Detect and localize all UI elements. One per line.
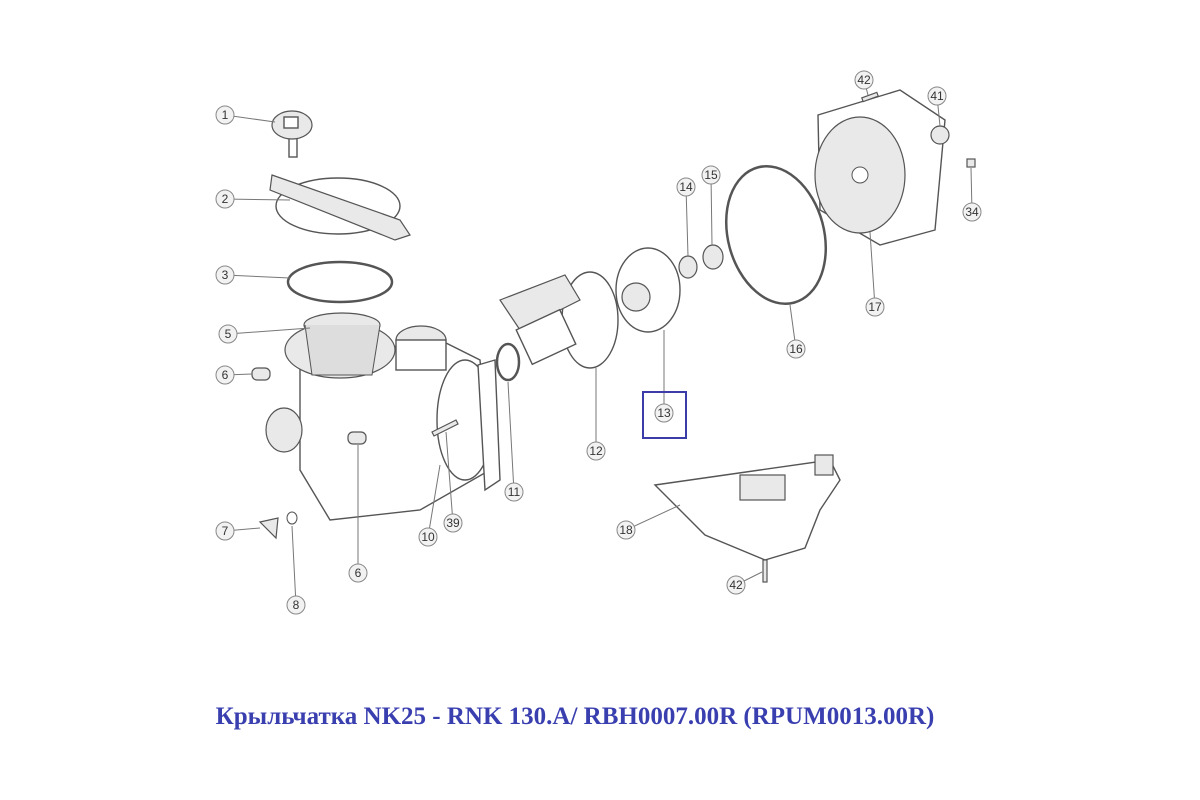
part-bolt-39	[431, 419, 459, 437]
callout-number: 18	[619, 523, 633, 537]
callout-number: 8	[293, 598, 300, 612]
callout-6: 6	[348, 563, 368, 583]
callout-number: 39	[446, 516, 460, 530]
callout-42: 42	[854, 70, 874, 90]
callout-8: 8	[286, 595, 306, 615]
callout-number: 7	[222, 524, 229, 538]
part-diffuser	[499, 271, 619, 369]
callout-number: 13	[657, 406, 671, 420]
leader-line-2	[224, 198, 291, 201]
leader-line-15	[710, 174, 713, 246]
callout-number: 11	[508, 485, 521, 499]
callout-number: 15	[704, 168, 718, 182]
part-lid-knob	[271, 110, 313, 158]
part-impeller	[615, 247, 681, 333]
callout-17: 17	[865, 297, 885, 317]
callout-number: 34	[965, 205, 979, 219]
callout-circle	[786, 339, 806, 359]
callout-circle	[865, 297, 885, 317]
leader-line-10	[427, 464, 441, 538]
leader-line-11	[507, 381, 515, 493]
callout-12: 12	[586, 441, 606, 461]
callout-circle	[927, 86, 947, 106]
leader-line-8	[291, 525, 297, 606]
callout-6: 6	[215, 365, 235, 385]
callout-circle	[676, 177, 696, 197]
callout-circle	[418, 527, 438, 547]
callout-circle	[504, 482, 524, 502]
callout-circle	[215, 105, 235, 125]
callout-39: 39	[443, 513, 463, 533]
callout-circle	[286, 595, 306, 615]
callout-circle	[443, 513, 463, 533]
callout-number: 14	[679, 180, 693, 194]
callout-circle	[348, 563, 368, 583]
callout-13: 13	[654, 403, 674, 423]
callout-18: 18	[616, 520, 636, 540]
callout-circle	[218, 324, 238, 344]
part-washer-41	[930, 125, 950, 145]
part-base-stand	[653, 454, 841, 561]
leader-line-39	[445, 431, 454, 524]
callout-number: 6	[355, 566, 362, 580]
part-large-oring	[724, 165, 828, 305]
callout-circle	[215, 365, 235, 385]
callout-11: 11	[504, 482, 524, 502]
callout-number: 42	[857, 73, 871, 87]
callout-10: 10	[418, 527, 438, 547]
callout-14: 14	[676, 177, 696, 197]
callout-number: 6	[222, 368, 229, 382]
callout-number: 3	[222, 268, 229, 282]
highlight-box	[642, 391, 687, 439]
callout-circle	[962, 202, 982, 222]
part-union-connector	[265, 325, 447, 453]
callout-number: 10	[421, 530, 435, 544]
leader-line-17	[869, 231, 876, 308]
leader-line-3	[224, 274, 291, 279]
callout-number: 5	[225, 327, 232, 341]
callout-circle	[586, 441, 606, 461]
callout-number: 2	[222, 192, 229, 206]
callout-number: 17	[868, 300, 882, 314]
callout-34: 34	[962, 202, 982, 222]
callout-circle	[701, 165, 721, 185]
callout-circle	[215, 265, 235, 285]
leader-line-14	[685, 186, 689, 257]
callout-circle	[215, 521, 235, 541]
leader-line-5	[227, 327, 311, 335]
callout-16: 16	[786, 339, 806, 359]
part-seal-plate	[814, 89, 946, 246]
callout-number: 16	[789, 342, 803, 356]
part-plugs	[251, 367, 367, 540]
part-screw-42-bottom	[762, 559, 768, 583]
part-nut-34	[966, 158, 976, 168]
caption: Крыльчатка NK25 - RNK 130.A/ RBH0007.00R…	[215, 703, 935, 730]
callout-42: 42	[726, 575, 746, 595]
leader-line-18	[625, 504, 681, 531]
part-seal-14	[678, 255, 698, 279]
callout-7: 7	[215, 521, 235, 541]
part-strainer-basket	[303, 312, 381, 376]
callout-number: 1	[222, 108, 229, 122]
callout-number: 12	[589, 444, 603, 458]
callout-5: 5	[218, 324, 238, 344]
callout-number: 42	[729, 578, 743, 592]
callout-circle	[616, 520, 636, 540]
part-lid	[269, 174, 411, 241]
callout-1: 1	[215, 105, 235, 125]
callout-41: 41	[927, 86, 947, 106]
part-screw-42-top	[861, 91, 879, 103]
callout-number: 41	[930, 89, 944, 103]
callout-3: 3	[215, 265, 235, 285]
part-lid-oring	[286, 260, 394, 304]
callout-circle	[854, 70, 874, 90]
part-oring-11	[495, 342, 521, 382]
callout-circle	[654, 403, 674, 423]
callout-circle	[215, 189, 235, 209]
callout-circle	[726, 575, 746, 595]
part-seal-15	[702, 244, 724, 270]
callout-15: 15	[701, 165, 721, 185]
callout-2: 2	[215, 189, 235, 209]
